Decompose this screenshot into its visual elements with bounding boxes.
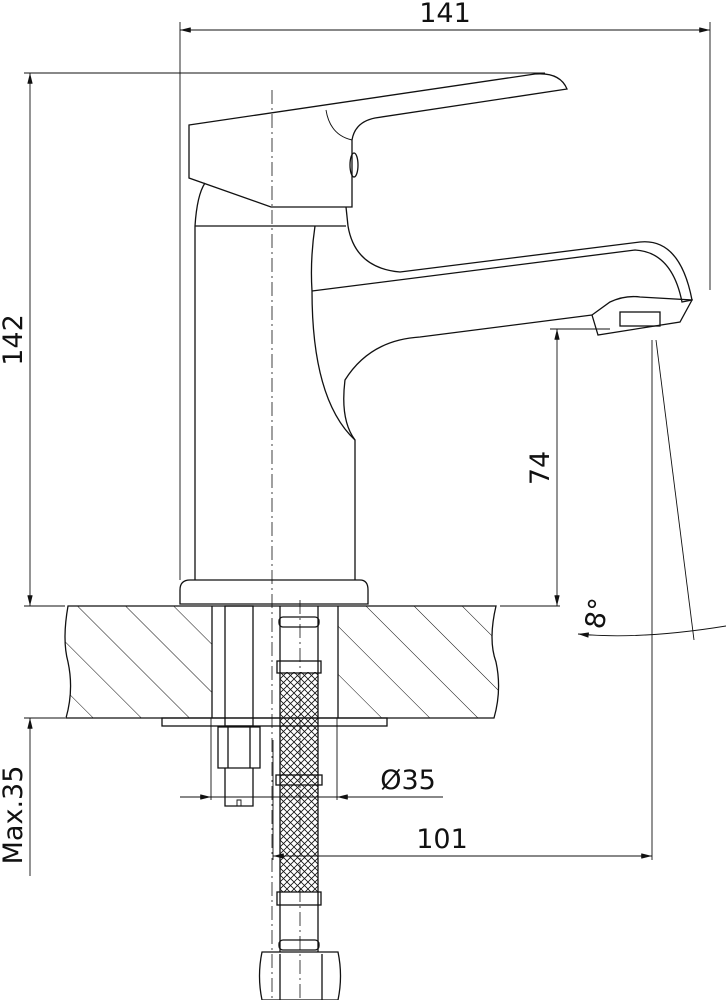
handle-screw-icon xyxy=(349,152,359,178)
dimension-counter-thickness-label: Max.35 xyxy=(0,766,29,865)
hose-nut xyxy=(258,951,342,1000)
dimension-spout-reach: 101 xyxy=(272,740,652,860)
lever-handle xyxy=(188,73,568,208)
dimension-spout-height-label: 74 xyxy=(525,451,556,485)
dimension-counter-thickness: Max.35 xyxy=(0,717,65,876)
dimension-height: 142 xyxy=(0,72,545,607)
dimension-hole-diameter: Ø35 xyxy=(180,718,443,800)
dimension-hole-diameter-label: Ø35 xyxy=(380,765,436,796)
dimension-spout-reach-label: 101 xyxy=(416,824,468,855)
dimension-width-label: 141 xyxy=(419,0,471,29)
dimension-spout-height: 74 xyxy=(500,328,610,607)
dimension-width: 141 xyxy=(179,0,711,580)
dimension-angle: 8° xyxy=(577,339,726,860)
mounting-bolt xyxy=(217,605,261,807)
dimension-height-label: 142 xyxy=(0,314,29,366)
faucet-body xyxy=(179,182,694,605)
dimension-angle-label: 8° xyxy=(580,596,616,632)
